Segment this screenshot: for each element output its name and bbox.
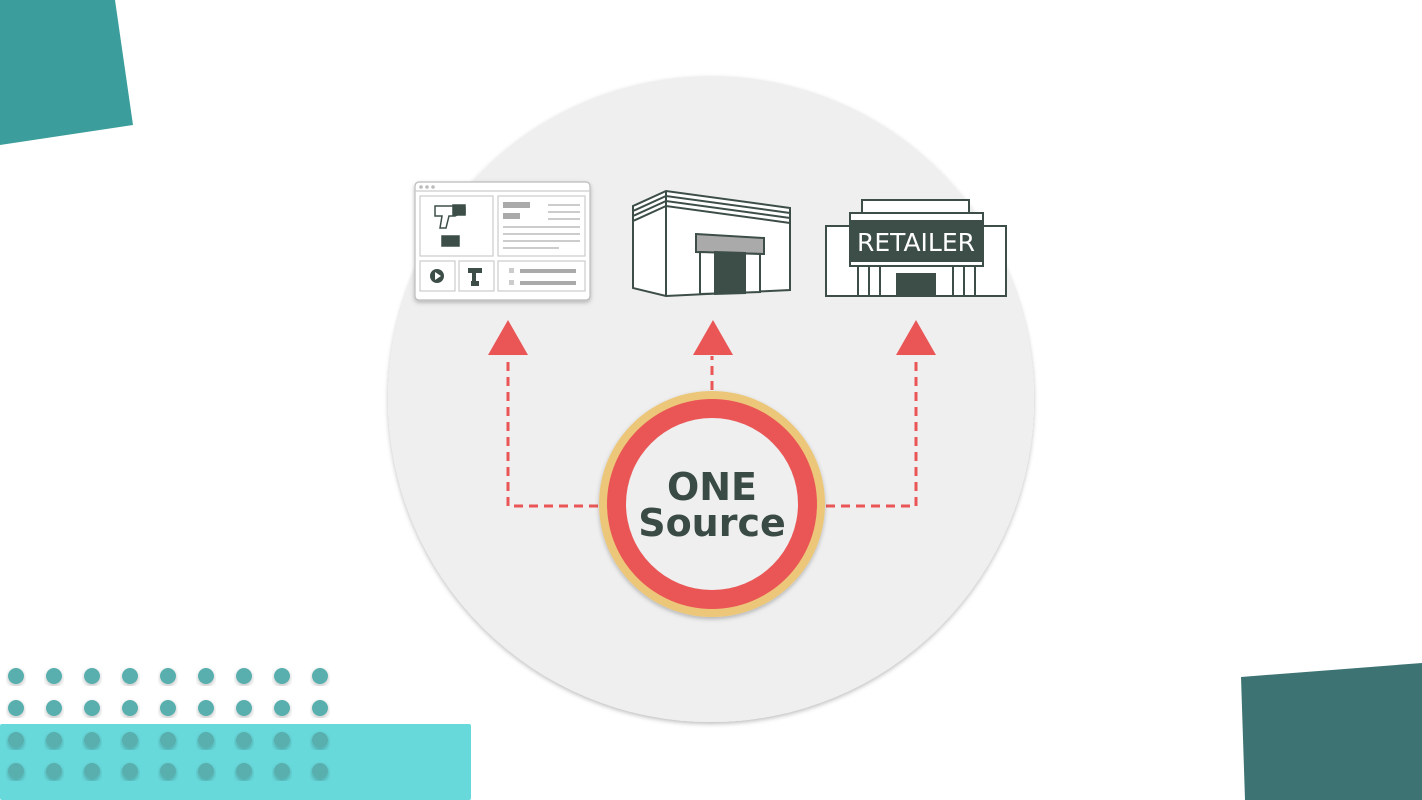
- warehouse-icon: [632, 189, 791, 298]
- decor-dot: [198, 668, 214, 684]
- decor-dot: [236, 668, 252, 684]
- decor-dot: [198, 732, 214, 748]
- decor-dot: [160, 763, 176, 779]
- bottom-right-decor-shape: [1241, 663, 1422, 800]
- decor-dot: [46, 700, 62, 716]
- decor-dot: [312, 763, 328, 779]
- decor-dot: [122, 732, 138, 748]
- decor-dot: [274, 763, 290, 779]
- ecommerce-webpage-icon: [414, 181, 591, 301]
- decor-dot: [8, 700, 24, 716]
- decor-dot: [198, 763, 214, 779]
- one-source-badge: ONE Source: [599, 391, 825, 617]
- decor-dot: [8, 668, 24, 684]
- arrow-head-left: [488, 320, 528, 355]
- decor-dot: [160, 732, 176, 748]
- connector-lines: [506, 356, 918, 508]
- retailer-sign: RETAILER: [857, 228, 975, 257]
- decor-dot: [46, 668, 62, 684]
- decor-dot: [198, 700, 214, 716]
- drill-icon: [434, 204, 466, 247]
- retail-store-icon: RETAILER: [825, 199, 1007, 297]
- connector-right: [826, 356, 918, 508]
- decor-dot: [84, 668, 100, 684]
- connector-left: [506, 356, 598, 508]
- arrow-head-right: [896, 320, 936, 355]
- decor-dot: [84, 700, 100, 716]
- decor-dot: [236, 763, 252, 779]
- decor-dot: [122, 763, 138, 779]
- decor-dot: [312, 732, 328, 748]
- decor-dot: [46, 732, 62, 748]
- decor-dot: [122, 668, 138, 684]
- decor-dot: [122, 700, 138, 716]
- arrow-head-middle: [693, 320, 733, 355]
- decor-dot: [312, 700, 328, 716]
- decor-dot: [274, 732, 290, 748]
- decor-dot: [8, 763, 24, 779]
- decor-dot: [236, 700, 252, 716]
- decor-dot: [46, 763, 62, 779]
- decor-dot: [274, 668, 290, 684]
- decor-dot: [84, 763, 100, 779]
- decor-dot: [274, 700, 290, 716]
- dot-grid: [8, 668, 328, 779]
- decor-dot: [84, 732, 100, 748]
- one-label: ONE: [667, 465, 757, 509]
- decor-dot: [160, 700, 176, 716]
- decor-dot: [160, 668, 176, 684]
- decor-dot: [8, 732, 24, 748]
- top-left-decor-shape: [0, 0, 133, 145]
- source-label: Source: [638, 501, 786, 545]
- bottom-left-decor-rect: [0, 724, 471, 800]
- small-drill-icon: [468, 268, 482, 286]
- decor-dot: [312, 668, 328, 684]
- decor-dot: [236, 732, 252, 748]
